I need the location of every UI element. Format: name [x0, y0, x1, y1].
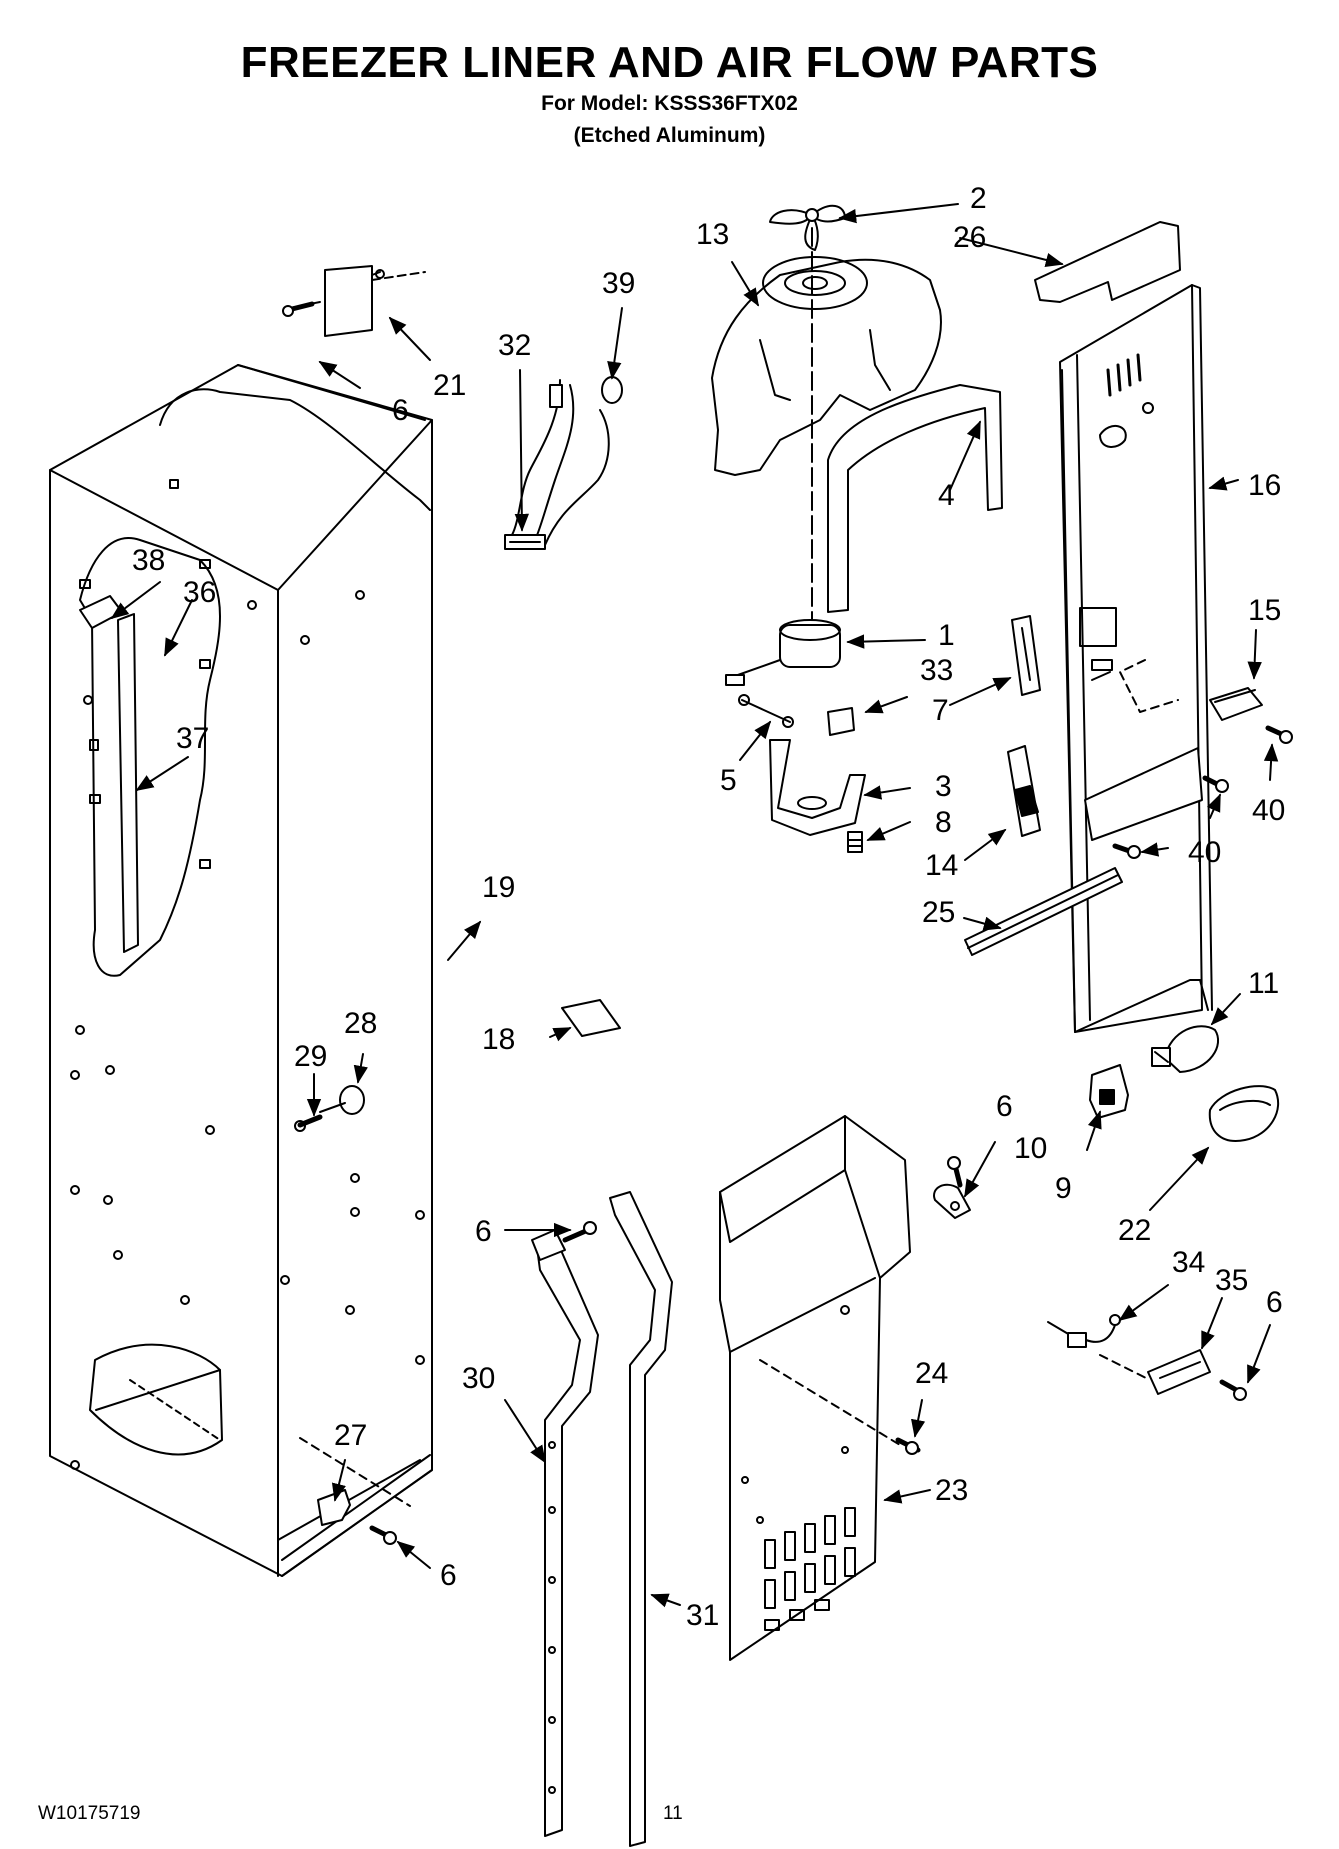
callout-34: 34 — [1172, 1246, 1205, 1279]
fan-motor-1 — [725, 619, 841, 686]
screw-40-right — [1265, 725, 1293, 744]
callout-6b: 6 — [996, 1090, 1013, 1123]
screw-40-mid — [1202, 775, 1229, 793]
callout-40b: 40 — [1188, 836, 1221, 869]
harness-34 — [1047, 1314, 1151, 1381]
callout-22: 22 — [1118, 1214, 1151, 1247]
callout-32: 32 — [498, 329, 531, 362]
connector-28 — [319, 1085, 365, 1115]
bracket-15 — [1209, 687, 1263, 721]
switch-35 — [1147, 1349, 1211, 1395]
screw-6-clip — [947, 1156, 963, 1188]
callout-5: 5 — [720, 764, 737, 797]
callout-31: 31 — [686, 1599, 719, 1632]
callout-28: 28 — [344, 1007, 377, 1040]
callout-35: 35 — [1215, 1264, 1248, 1297]
callout-21: 21 — [433, 369, 466, 402]
callout-40a: 40 — [1252, 794, 1285, 827]
freezer-liner — [49, 364, 433, 1577]
fan-shroud-13 — [711, 256, 942, 476]
screw-29 — [294, 1114, 323, 1132]
strap-5 — [738, 694, 794, 728]
fan-blade-2 — [769, 204, 846, 251]
strip-25 — [964, 867, 1123, 956]
callout-19: 19 — [482, 871, 515, 904]
screw-40-bottom — [1112, 843, 1141, 859]
callout-6a: 6 — [392, 394, 409, 427]
gasket-4 — [827, 384, 1003, 613]
model-line: For Model: KSSS36FTX02 — [541, 92, 798, 115]
part-7 — [1011, 615, 1041, 696]
track-31 — [609, 1191, 673, 1847]
callout-13: 13 — [696, 218, 729, 251]
callout-36: 36 — [183, 576, 216, 609]
finish-line: (Etched Aluminum) — [573, 124, 766, 147]
callout-11: 11 — [1248, 967, 1279, 1000]
callout-4: 4 — [938, 479, 955, 512]
track-30 — [531, 1229, 599, 1837]
callout-33: 33 — [920, 654, 953, 687]
screw-6-track — [562, 1221, 597, 1243]
screw-6-top — [282, 301, 315, 317]
socket-9 — [1089, 1064, 1129, 1119]
label-18 — [561, 999, 621, 1037]
callout-8: 8 — [935, 806, 952, 839]
motor-bracket-3 — [769, 739, 866, 836]
screw-8 — [847, 831, 863, 853]
callout-25: 25 — [922, 896, 955, 929]
panel-16 — [1059, 284, 1213, 1033]
callout-7: 7 — [932, 694, 949, 727]
document-number: W10175719 — [38, 1803, 141, 1824]
callout-6d: 6 — [1266, 1286, 1283, 1319]
page-title: FREEZER LINER AND AIR FLOW PARTS — [240, 38, 1099, 87]
screw-24 — [895, 1437, 921, 1455]
callout-30: 30 — [462, 1362, 495, 1395]
callout-39: 39 — [602, 267, 635, 300]
leader-arrows — [110, 203, 1279, 1608]
screw-6-switch — [1219, 1379, 1247, 1401]
callout-29: 29 — [294, 1040, 327, 1073]
callout-37: 37 — [176, 722, 209, 755]
callout-labels: 2 26 13 39 32 21 6 4 16 38 36 15 1 33 7 … — [132, 182, 1285, 1632]
lens-22 — [1208, 1085, 1280, 1142]
callout-10: 10 — [1014, 1132, 1047, 1165]
bracket-21 — [289, 265, 426, 337]
callout-9: 9 — [1055, 1172, 1072, 1205]
damper-14 — [1007, 745, 1041, 837]
callout-23: 23 — [935, 1474, 968, 1507]
screw-6-bottom — [369, 1525, 397, 1545]
page-number: 11 — [663, 1803, 683, 1824]
callout-14: 14 — [925, 849, 958, 882]
callout-38: 38 — [132, 544, 165, 577]
callout-27: 27 — [334, 1419, 367, 1452]
callout-15: 15 — [1248, 594, 1281, 627]
callout-3: 3 — [935, 770, 952, 803]
callout-6c: 6 — [475, 1215, 492, 1248]
callout-2: 2 — [970, 182, 987, 215]
callout-18: 18 — [482, 1023, 515, 1056]
pad-33 — [827, 707, 855, 736]
callout-16: 16 — [1248, 469, 1281, 502]
callout-1: 1 — [938, 619, 955, 652]
panel-23 — [719, 1115, 911, 1661]
clip-10 — [933, 1183, 971, 1219]
trim-26 — [1034, 221, 1181, 303]
callout-26: 26 — [953, 221, 986, 254]
callout-6e: 6 — [440, 1559, 457, 1592]
callout-24: 24 — [915, 1357, 948, 1390]
wire-harness-32 — [504, 379, 610, 550]
bulb-11 — [1151, 1025, 1220, 1073]
